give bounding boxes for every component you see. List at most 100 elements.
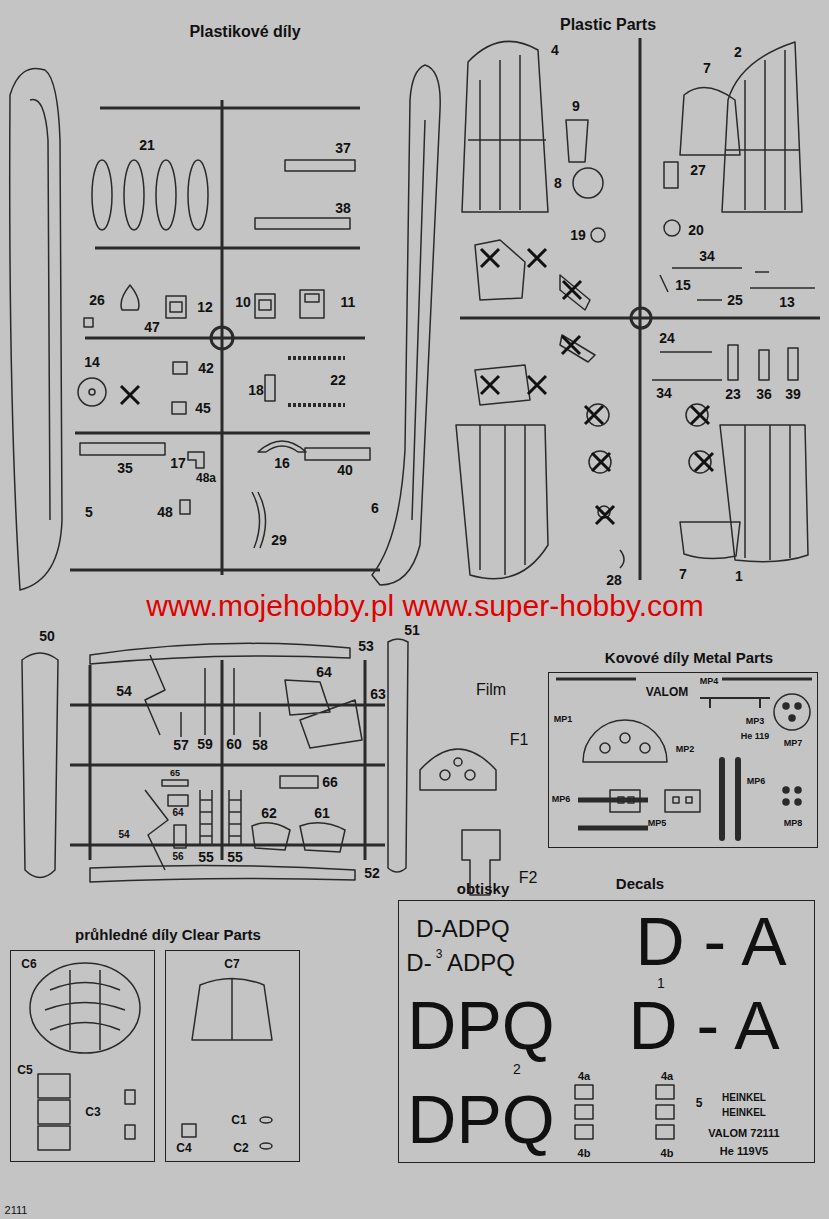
film-dial — [440, 770, 450, 780]
callout-number: 40 — [337, 462, 353, 478]
clear-part — [260, 1117, 272, 1123]
callout-number: 5 — [85, 504, 93, 520]
part-code: C1 — [231, 1114, 246, 1128]
decal-text: MP3 — [746, 716, 765, 726]
part-code: C7 — [224, 958, 239, 972]
wing-half — [462, 41, 548, 212]
photo-etched-dot — [783, 799, 789, 805]
callout-number: 38 — [335, 200, 351, 216]
callout-number: 24 — [659, 330, 675, 346]
photo-etched-rocket — [578, 800, 648, 828]
plastic-part — [78, 378, 106, 406]
decal-text: VALOM — [646, 686, 688, 700]
ladder-part — [200, 790, 241, 845]
sprue-frame — [70, 100, 380, 575]
callout-number: 52 — [364, 865, 380, 881]
decal-text: D- — [406, 951, 431, 975]
callout-number: 9 — [572, 98, 580, 114]
deleted-mark — [481, 249, 713, 524]
tailplane — [680, 88, 740, 559]
callout-number: 34 — [699, 248, 715, 264]
section-heading: F1 — [510, 731, 529, 749]
section-heading: průhledné díly Clear Parts — [75, 926, 261, 943]
callout-number: 23 — [725, 386, 741, 402]
section-heading: Plastic Parts — [560, 16, 656, 34]
clear-part — [38, 978, 272, 1150]
deleted-mark — [121, 386, 139, 404]
callout-number: 22 — [330, 372, 346, 388]
photo-etched-part — [700, 698, 770, 708]
propeller-blade — [188, 160, 208, 230]
decal-text: D-ADPQ — [416, 917, 509, 941]
callout-number: 27 — [690, 162, 706, 178]
decal-text: D - A — [628, 991, 779, 1059]
photo-etched-dot — [795, 703, 801, 709]
photo-etched-dot — [783, 787, 789, 793]
callout-number: 2 — [734, 44, 742, 60]
part-code: C5 — [17, 1064, 32, 1078]
callout-number: 11 — [341, 294, 356, 310]
callout-number: 53 — [358, 638, 374, 654]
decal-text: 4b — [578, 1147, 591, 1160]
callout-number: 1 — [735, 568, 743, 584]
photo-etched-dot — [795, 787, 801, 793]
decal-text: MP6 — [747, 776, 766, 786]
plastic-part — [288, 358, 345, 405]
plastic-part — [566, 120, 815, 568]
callout-number: 4 — [551, 42, 559, 58]
decal-sheet: D-ADPQD-3ADPQD - A1DPQD - A2DPQ4a4a5HEIN… — [398, 900, 815, 1163]
callout-number: 62 — [261, 805, 277, 821]
decal-text: He 119V5 — [720, 1145, 768, 1158]
callout-number: 58 — [252, 737, 268, 753]
callout-number: 55 — [198, 849, 214, 865]
callout-number: 45 — [195, 400, 211, 416]
section-heading: Plastikové díly — [189, 23, 300, 41]
callout-number: 12 — [197, 299, 213, 315]
wing-half — [456, 425, 548, 579]
callout-number: 6 — [371, 500, 379, 516]
photo-etched-part — [610, 790, 700, 812]
part-code: C6 — [21, 958, 36, 972]
section-heading: obtisky — [457, 880, 510, 897]
callout-number: 59 — [197, 736, 213, 752]
metal-fret: MP4VALOMMP1MP3He 119MP7MP2MP6MP6MP5MP8 — [548, 672, 818, 848]
decal-text: MP8 — [784, 818, 803, 828]
clear-part — [260, 1143, 272, 1149]
propeller-blade — [92, 160, 112, 230]
callout-number: 10 — [235, 294, 251, 310]
decal-text: 4a — [661, 1070, 673, 1083]
callout-number: 55 — [227, 849, 243, 865]
callout-number: 8 — [554, 175, 562, 191]
callout-number: 15 — [675, 277, 691, 293]
callout-number: 25 — [727, 292, 743, 308]
part-code: C3 — [85, 1106, 100, 1120]
sprue-ring — [211, 327, 233, 349]
decal-text: MP1 — [554, 714, 573, 724]
decal-text: DPQ — [407, 1085, 554, 1153]
decal-text: D - A — [635, 907, 786, 975]
decal-text: 1 — [657, 975, 665, 991]
section-heading: Decals — [616, 875, 664, 892]
photo-etched-dot — [795, 799, 801, 805]
callout-number: 18 — [248, 382, 264, 398]
callout-number: 17 — [170, 455, 186, 471]
decal-text: MP6 — [552, 794, 571, 804]
wing-half — [720, 425, 808, 562]
propeller-blade — [124, 160, 144, 230]
decal-text: 4b — [661, 1147, 674, 1160]
callout-number: 36 — [756, 386, 772, 402]
decal-text: 2 — [513, 1061, 521, 1077]
callout-number: 34 — [656, 385, 672, 401]
photo-etched-dot — [783, 703, 789, 709]
callout-number: 51 — [404, 622, 420, 638]
film-panel — [420, 749, 500, 895]
photo-etched-bomb — [722, 760, 738, 838]
callout-number: 64 — [316, 664, 332, 680]
plastic-part — [664, 220, 680, 236]
callout-number: 7 — [703, 60, 711, 76]
callout-number: 29 — [271, 532, 287, 548]
callout-number: 65 — [170, 768, 180, 778]
callout-number: 47 — [144, 319, 160, 335]
photo-etched-dial — [620, 733, 630, 743]
callout-number: 42 — [198, 360, 214, 376]
